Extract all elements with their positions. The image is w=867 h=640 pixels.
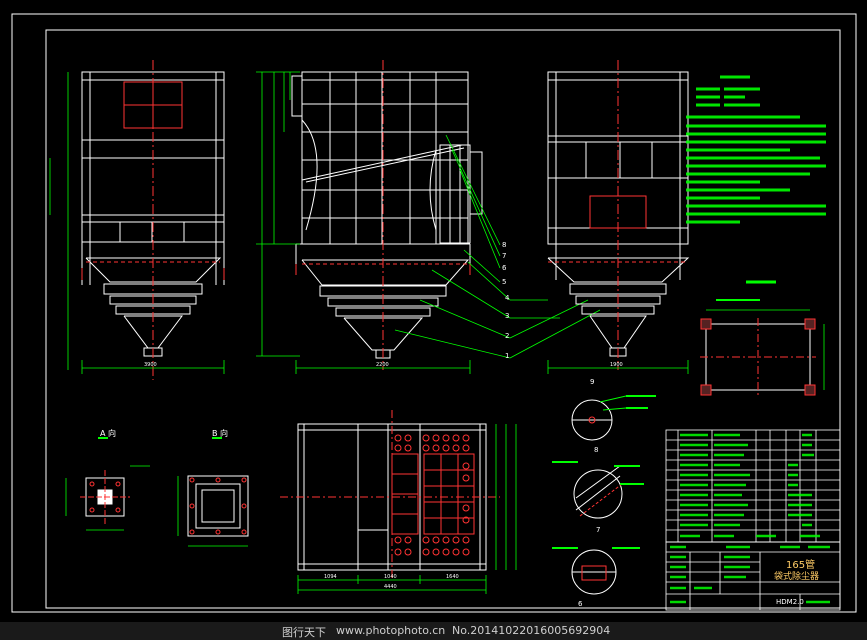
svg-text:1640: 1640 — [446, 574, 459, 580]
svg-text:7: 7 — [502, 252, 506, 260]
plan-view-dims — [297, 424, 517, 594]
svg-text:3: 3 — [505, 312, 509, 320]
watermark-footer: 图行天下 www.photophoto.cn No.20141022016005… — [0, 622, 867, 640]
section-a-label: A 向 — [100, 428, 116, 438]
left-elevation — [81, 60, 225, 380]
svg-text:9: 9 — [590, 378, 594, 386]
watermark-number: No.20141022016005692904 — [452, 624, 611, 637]
title-block-notes — [670, 545, 830, 604]
title-block-text: 165管 袋式除尘器 HDM2.0 — [774, 558, 819, 606]
watermark-url: www.photophoto.cn — [336, 624, 446, 637]
svg-text:3900: 3900 — [144, 362, 157, 368]
outer-frame — [11, 13, 857, 613]
foundation-plan — [700, 280, 825, 396]
svg-text:4440: 4440 — [384, 584, 397, 590]
leader-numbers: 8 7 6 5 4 3 2 1 — [502, 241, 510, 360]
svg-text:4: 4 — [505, 294, 510, 302]
svg-text:1040: 1040 — [384, 574, 397, 580]
left-elevation-dims — [49, 72, 225, 374]
svg-text:1900: 1900 — [610, 362, 623, 368]
right-elevation-dims — [547, 360, 689, 374]
section-b-label: B 向 — [212, 428, 228, 438]
detail-b — [177, 437, 249, 547]
dimension-texts: 3900 2200 1900 4440 1094 1040 1640 — [144, 362, 623, 590]
svg-text:6: 6 — [578, 600, 583, 608]
svg-text:5: 5 — [502, 278, 506, 286]
title-block — [665, 541, 841, 611]
plan-view-bags — [394, 434, 470, 556]
drawing-code: HDM2.0 — [776, 598, 804, 606]
middle-elevation-dims — [256, 71, 471, 374]
inner-frame — [45, 29, 841, 609]
leader-lines — [394, 134, 601, 359]
middle-elevation — [291, 60, 483, 370]
product-name: 袋式除尘器 — [774, 570, 819, 582]
svg-text:8: 8 — [594, 446, 598, 454]
svg-text:2: 2 — [505, 332, 509, 340]
svg-text:1: 1 — [505, 352, 509, 360]
parts-table-text — [680, 433, 820, 538]
watermark-site: 图行天下 — [282, 626, 326, 639]
right-elevation — [547, 60, 690, 370]
plan-view — [280, 410, 500, 580]
product-model: 165管 — [786, 558, 815, 571]
view-labels: A 向 B 向 — [100, 428, 228, 438]
circle-detail-numbers: 9 8 7 6 — [578, 378, 600, 608]
circle-details — [552, 395, 656, 595]
svg-text:1094: 1094 — [324, 574, 337, 580]
svg-text:6: 6 — [502, 264, 507, 272]
cad-drawing: 8 7 6 5 4 3 2 1 — [11, 13, 857, 613]
technical-notes — [686, 75, 826, 224]
svg-text:2200: 2200 — [376, 362, 389, 368]
detail-a — [65, 437, 150, 531]
svg-text:7: 7 — [596, 526, 600, 534]
svg-text:8: 8 — [502, 241, 506, 249]
